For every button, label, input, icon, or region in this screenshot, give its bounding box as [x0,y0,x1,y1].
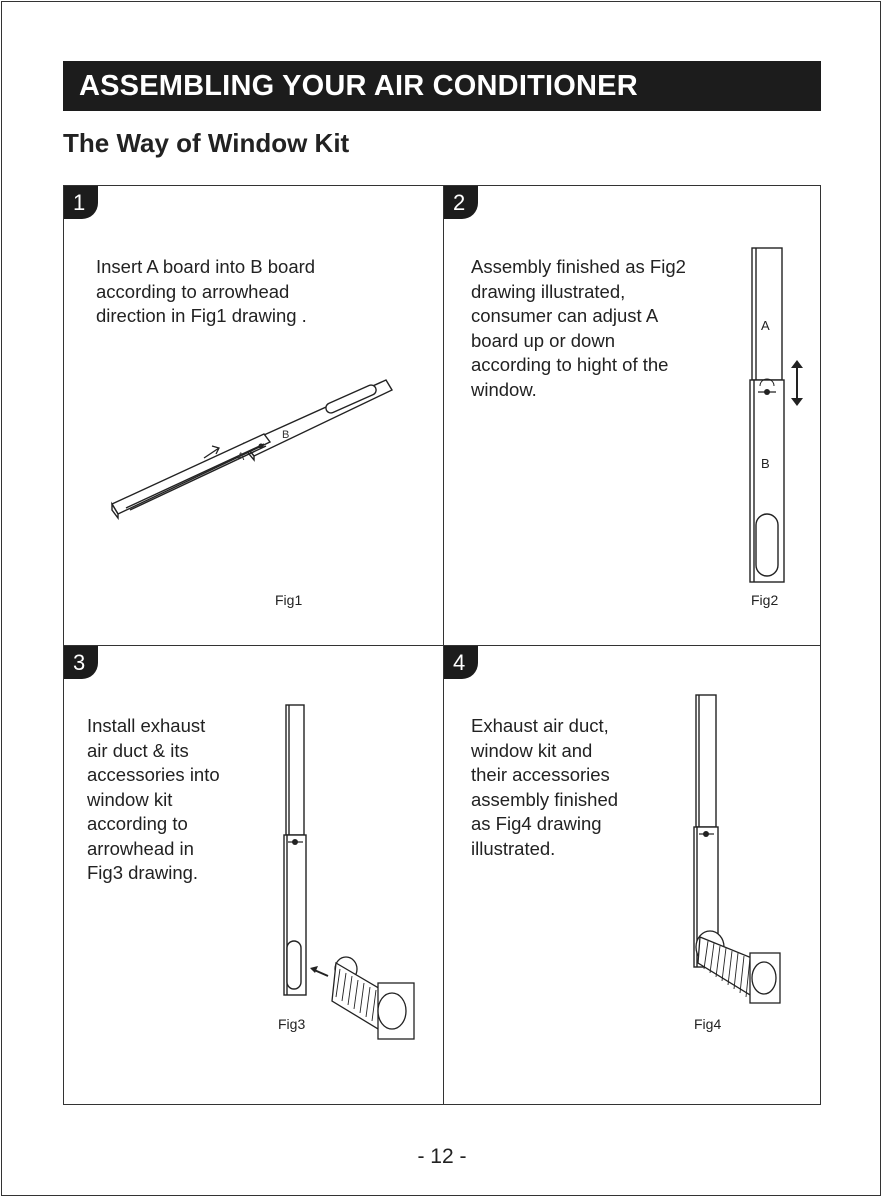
fig2-label-b: B [761,456,770,471]
fig1-caption: Fig1 [275,592,303,608]
fig1-label-b: B [282,429,289,441]
step-1-number: 1 [64,186,98,219]
step-3-text: Install exhaust air duct & its accessori… [87,715,220,883]
step-4-number: 4 [444,646,478,679]
fig3-exhaust-duct-drawing [283,704,415,1040]
section-banner: ASSEMBLING YOUR AIR CONDITIONER [63,61,821,111]
grid-divider-horizontal [64,645,820,646]
fig2-window-kit-drawing: A B [749,247,803,583]
step-2-number: 2 [444,186,478,219]
fig4-assembled-kit-drawing [693,694,781,1004]
step-4-text: Exhaust air duct, window kit and their a… [471,715,619,859]
fig1-board-insertion-drawing: B A [110,379,393,521]
fig3-caption: Fig3 [278,1016,306,1032]
page-number: - 12 - [417,1145,467,1168]
step-3-number: 3 [64,646,98,679]
section-subtitle: The Way of Window Kit [63,128,350,158]
step-1-text: Insert A board into B board according to… [96,256,316,326]
fig2-caption: Fig2 [751,592,779,608]
fig4-caption: Fig4 [694,1016,722,1032]
steps-grid: 1 Insert A board into B board according … [63,185,821,1105]
step-2-text: Assembly finished as Fig2 drawing illust… [471,256,686,400]
page-title: ASSEMBLING YOUR AIR CONDITIONER [79,70,638,102]
fig1-label-a: A [237,451,245,463]
fig2-label-a: A [761,318,770,333]
